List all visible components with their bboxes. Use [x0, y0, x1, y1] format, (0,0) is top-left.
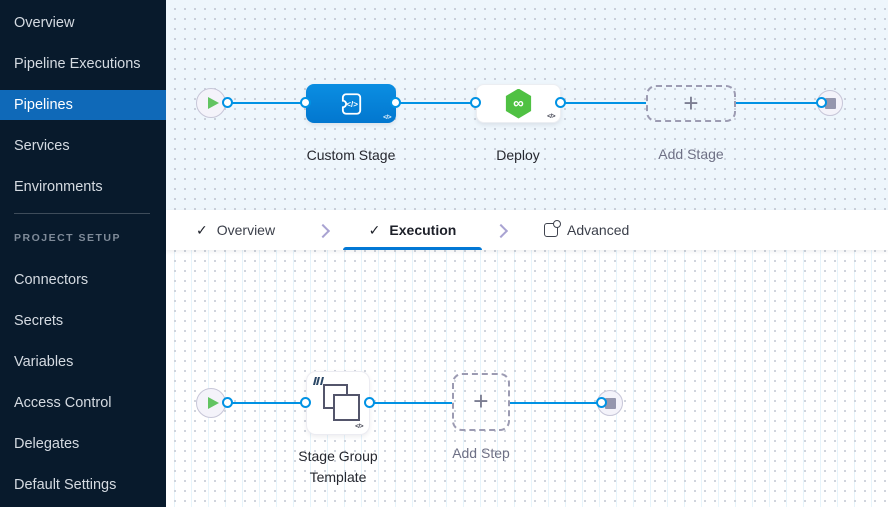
sidebar: Overview Pipeline Executions Pipelines S… — [0, 0, 166, 507]
sidebar-item-secrets[interactable]: Secrets — [14, 313, 64, 329]
connector-port[interactable] — [300, 397, 311, 408]
infinity-glyph: ∞ — [513, 95, 524, 112]
sidebar-item-access-control[interactable]: Access Control — [14, 395, 112, 411]
connector-line — [228, 402, 306, 404]
tab-overview[interactable]: ✓ Overview — [186, 210, 285, 250]
step-node-stage-group-template[interactable]: </> — [306, 371, 370, 435]
sidebar-item-pipeline-executions[interactable]: Pipeline Executions — [14, 56, 141, 72]
connector-port[interactable] — [364, 397, 375, 408]
chevron-right-icon — [493, 223, 509, 239]
connector-line — [228, 102, 306, 104]
stage-group-icon — [333, 394, 360, 421]
connector-port[interactable] — [470, 97, 481, 108]
chevron-right-icon — [315, 223, 331, 239]
plus-icon: + — [683, 87, 699, 118]
connector-line — [370, 402, 452, 404]
play-icon — [207, 397, 219, 409]
code-badge-icon: </> — [547, 113, 555, 120]
step-label-stage-group-template: Stage Group Template — [298, 448, 378, 485]
pipeline-start-node[interactable] — [196, 88, 226, 118]
sidebar-divider — [14, 213, 150, 214]
code-badge-icon: </> — [355, 423, 363, 430]
sidebar-item-variables[interactable]: Variables — [14, 354, 74, 370]
custom-stage-icon: </> — [341, 92, 362, 115]
connector-port[interactable] — [300, 97, 311, 108]
gear-icon — [553, 220, 561, 228]
connector-port[interactable] — [596, 397, 607, 408]
sidebar-nav: Overview Pipeline Executions Pipelines S… — [0, 0, 166, 202]
check-icon: ✓ — [196, 221, 208, 238]
active-tab-underline — [343, 247, 482, 250]
connector-port[interactable] — [816, 97, 827, 108]
tab-overview-label: Overview — [216, 222, 276, 238]
add-step-label: Add Step — [452, 445, 510, 461]
stage-node-deploy[interactable]: ∞ </> — [476, 84, 561, 123]
tab-execution-label: Execution — [389, 222, 457, 238]
stage-label-custom-stage: Custom Stage — [306, 147, 396, 163]
stop-icon — [604, 397, 616, 409]
code-badge-icon: </> — [383, 114, 391, 121]
svg-text:</>: </> — [346, 100, 358, 109]
check-icon: ✓ — [368, 221, 381, 238]
stop-icon — [824, 97, 836, 109]
connector-line — [561, 102, 646, 104]
tab-advanced-label: Advanced — [567, 222, 630, 238]
add-step-button[interactable]: + — [452, 373, 510, 431]
connector-port[interactable] — [390, 97, 401, 108]
sidebar-item-pipelines[interactable]: Pipelines — [0, 90, 166, 120]
plus-icon: + — [473, 386, 489, 416]
sidebar-item-environments[interactable]: Environments — [14, 179, 103, 195]
sidebar-section-label: PROJECT SETUP — [14, 232, 122, 244]
stage-node-custom-stage[interactable]: </> </> — [306, 84, 396, 123]
stage-canvas[interactable]: </> </> ∞ </> + Custom Stage Deploy Add … — [166, 0, 888, 210]
sidebar-item-delegates[interactable]: Delegates — [14, 436, 80, 452]
sidebar-item-overview[interactable]: Overview — [14, 15, 75, 31]
template-badge-icon — [313, 377, 324, 385]
connector-port[interactable] — [222, 97, 233, 108]
play-icon — [207, 97, 219, 109]
sidebar-item-services[interactable]: Services — [14, 138, 70, 154]
add-stage-button[interactable]: + — [646, 85, 736, 122]
tab-advanced[interactable]: Advanced — [534, 210, 639, 250]
sidebar-setup-nav: Connectors Secrets Variables Access Cont… — [0, 265, 166, 500]
connector-port[interactable] — [222, 397, 233, 408]
sidebar-item-default-settings[interactable]: Default Settings — [14, 477, 117, 493]
stage-config-tabs: ✓ Overview ✓ Execution Advanced — [166, 210, 888, 250]
connector-port[interactable] — [555, 97, 566, 108]
main-area: </> </> ∞ </> + Custom Stage Deploy Add … — [166, 0, 888, 507]
connector-line — [396, 102, 476, 104]
tab-execution[interactable]: ✓ Execution — [343, 210, 482, 250]
add-stage-label: Add Stage — [658, 146, 724, 162]
sidebar-item-connectors[interactable]: Connectors — [14, 272, 89, 288]
connector-line — [736, 102, 822, 104]
execution-canvas[interactable]: </> + Stage Group Template Add Step — [166, 250, 888, 507]
stage-label-deploy: Deploy — [496, 147, 540, 163]
connector-line — [510, 402, 602, 404]
advanced-settings-icon — [544, 220, 561, 237]
cd-hexagon-icon: ∞ — [505, 88, 532, 119]
